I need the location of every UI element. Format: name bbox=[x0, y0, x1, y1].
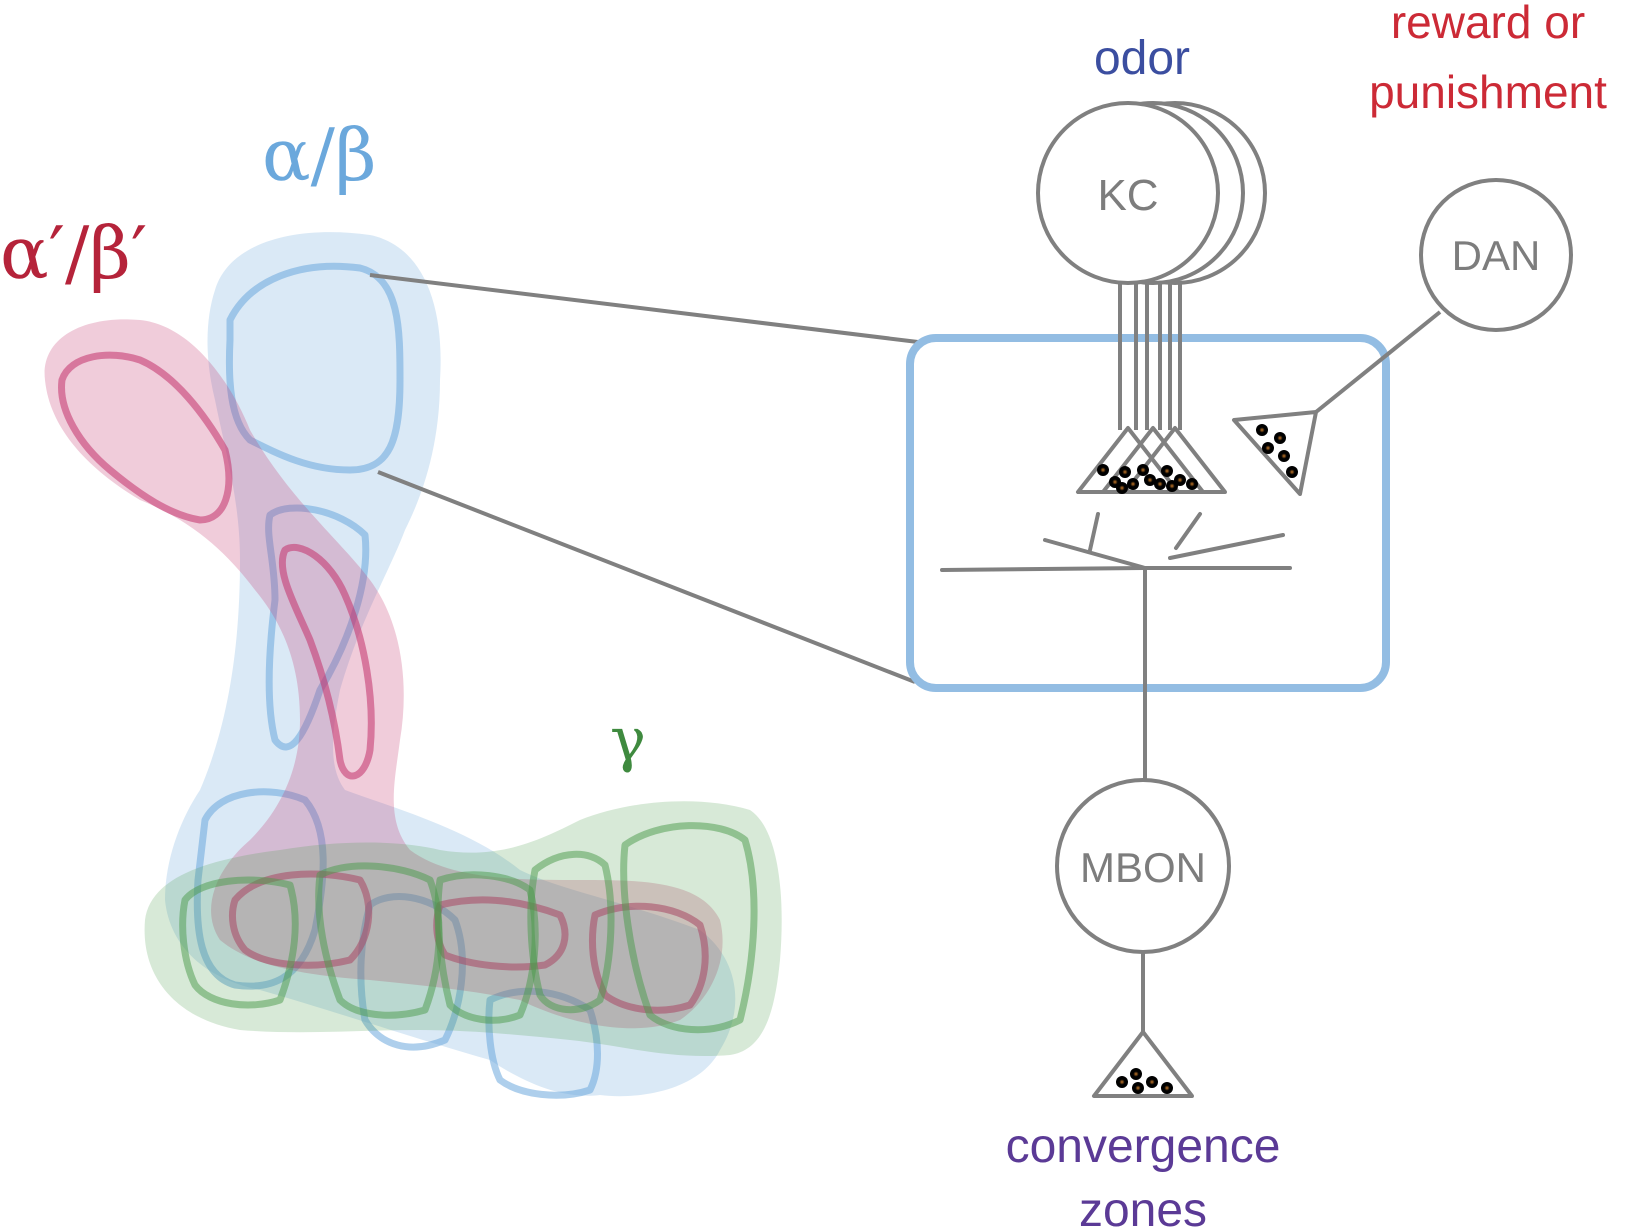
vesicle bbox=[1119, 466, 1131, 478]
vesicle bbox=[1186, 478, 1198, 490]
alpha-prime-beta-prime-lobe-fill bbox=[44, 319, 723, 1029]
vesicle bbox=[1132, 1082, 1144, 1094]
vesicle bbox=[1166, 480, 1178, 492]
convergence-label-line1: convergence bbox=[1006, 1120, 1281, 1173]
vesicle bbox=[1278, 450, 1290, 462]
kc-cell-front bbox=[1036, 101, 1220, 285]
beta-compartment-2 bbox=[357, 893, 466, 1051]
gamma-label: γ bbox=[610, 705, 646, 775]
dendrite-branch-right bbox=[1168, 533, 1285, 560]
kc-axons bbox=[1118, 282, 1182, 430]
odor-label: odor bbox=[1094, 32, 1190, 85]
vesicle bbox=[1097, 464, 1109, 476]
zoom-line-bottom bbox=[377, 470, 916, 684]
vesicle bbox=[1274, 432, 1286, 444]
gamma-compartment-1 bbox=[179, 876, 299, 1009]
vesicle bbox=[1146, 1076, 1158, 1088]
vesicle bbox=[1116, 482, 1128, 494]
beta-prime-compartment-3 bbox=[588, 902, 709, 1014]
alpha-beta-label: α/β bbox=[262, 113, 377, 197]
dan-vesicles bbox=[1256, 424, 1298, 478]
alpha-stalk-compartment bbox=[265, 504, 370, 751]
dendrite-branch bbox=[1043, 538, 1147, 570]
vesicle bbox=[1161, 1082, 1173, 1094]
alpha-beta-compartments bbox=[193, 262, 601, 1099]
beta-prime-compartment-1 bbox=[229, 870, 373, 969]
alpha-prime-tip-compartment bbox=[58, 351, 233, 524]
kc-label: KC bbox=[1097, 171, 1158, 220]
beta-compartment-3 bbox=[485, 987, 601, 1099]
vesicle bbox=[1127, 478, 1139, 490]
kc-vesicles bbox=[1097, 464, 1198, 494]
mbon-label: MBON bbox=[1080, 844, 1206, 891]
alpha-beta-lobe-fill bbox=[165, 232, 736, 1097]
vesicle bbox=[1144, 474, 1156, 486]
mbon-vesicles bbox=[1116, 1068, 1173, 1094]
dan-label: DAN bbox=[1452, 232, 1541, 279]
vesicle bbox=[1154, 478, 1166, 490]
mbon-terminal bbox=[1092, 1030, 1194, 1098]
vesicle bbox=[1286, 466, 1298, 478]
vesicle bbox=[1137, 464, 1149, 476]
kc-terminals bbox=[1076, 426, 1227, 494]
vesicle bbox=[1161, 465, 1173, 477]
alpha-prime-stalk-compartment bbox=[278, 543, 375, 780]
beta-compartment-1 bbox=[193, 788, 327, 990]
zoom-connector-lines bbox=[369, 273, 919, 684]
dan-terminal bbox=[1232, 410, 1318, 496]
dan-cell bbox=[1419, 178, 1573, 332]
vesicle bbox=[1130, 1068, 1142, 1080]
reward-label-line2: punishment bbox=[1369, 66, 1607, 118]
dendrite-spine-2 bbox=[1174, 512, 1202, 550]
reward-label-line1: reward or bbox=[1391, 0, 1585, 48]
alpha-tip-compartment bbox=[225, 262, 404, 474]
gamma-compartments bbox=[179, 822, 758, 1034]
circuit-schematic: KC bbox=[906, 0, 1607, 1232]
vesicle bbox=[1116, 1076, 1128, 1088]
kc-terminal-3 bbox=[1123, 426, 1227, 494]
convergence-label-line2: zones bbox=[1079, 1184, 1207, 1232]
gamma-compartment-2 bbox=[315, 862, 443, 1019]
dendrite-spine-1 bbox=[1088, 512, 1100, 552]
dendrite-main-left bbox=[940, 566, 1147, 572]
gamma-compartment-5 bbox=[620, 822, 758, 1034]
dan-axon bbox=[1314, 310, 1442, 414]
vesicle bbox=[1262, 442, 1274, 454]
vesicle bbox=[1256, 424, 1268, 436]
zoom-line-top bbox=[369, 273, 919, 344]
mbon-dendrites bbox=[940, 512, 1292, 782]
gamma-compartment-4 bbox=[527, 850, 615, 1014]
gamma-compartment-3 bbox=[434, 871, 539, 1024]
kc-cell-stack bbox=[1036, 101, 1267, 285]
mushroom-body-lobes: α/β α′/β′ γ bbox=[0, 113, 782, 1099]
alpha-prime-beta-prime-label: α′/β′ bbox=[0, 211, 147, 295]
